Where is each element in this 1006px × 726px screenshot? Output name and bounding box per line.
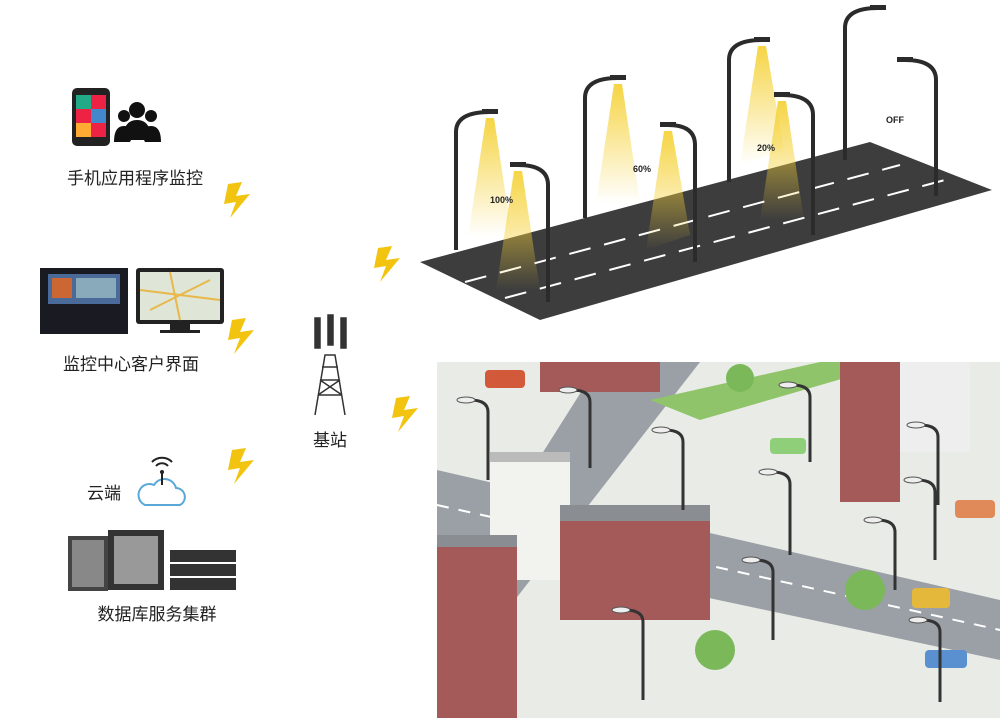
mobile-app-monitoring-label: 手机应用程序监控: [67, 169, 203, 189]
smart-city-illustration: [436, 362, 1001, 718]
wireless-signal-icon: [228, 318, 254, 354]
city-street-lamp: [741, 556, 775, 640]
city-street-lamp: [778, 381, 812, 462]
wireless-signal-icon: [228, 448, 254, 484]
street-lamp: [843, 5, 886, 160]
smartphone-icon: [72, 88, 110, 146]
cloud-antenna-icon: [137, 456, 186, 506]
base-station-tower-icon: [314, 314, 347, 416]
wireless-signal-icon: [224, 182, 250, 218]
street-lamp: [897, 57, 938, 196]
street-lamp: [646, 122, 697, 262]
city-street-lamp: [903, 476, 937, 560]
base-station-label: 基站: [313, 431, 347, 451]
city-street-lamp: [456, 396, 490, 480]
street-lamp: [760, 92, 815, 235]
lamp-level-100: 100%: [490, 195, 513, 205]
city-street-lamp: [558, 386, 592, 468]
street-lamp: [583, 75, 640, 218]
lamp-level-20: 20%: [757, 143, 775, 153]
lamp-level-off: OFF: [886, 115, 904, 125]
city-street-lamp: [611, 606, 645, 700]
control-center-client-label: 监控中心客户界面: [63, 355, 199, 375]
city-street-lamp: [906, 421, 940, 505]
server-cluster-icon: [68, 530, 236, 591]
street-lamp: [496, 162, 550, 302]
users-icon: [114, 102, 161, 142]
database-cluster-label: 数据库服务集群: [97, 605, 217, 625]
city-street-lamp: [651, 426, 685, 510]
street-lamp: [454, 109, 512, 250]
control-room-image: [40, 268, 128, 334]
lamp-level-60: 60%: [633, 164, 651, 174]
wireless-signal-icon: [392, 396, 418, 432]
city-street-lamp: [863, 516, 897, 590]
monitor-map-icon: [136, 268, 224, 333]
city-street-lamp: [908, 616, 942, 702]
street-lamp-road-scene: 100% 60% 20% OFF: [420, 5, 992, 320]
city-street-lamp: [758, 468, 792, 555]
wireless-signal-icon: [374, 246, 400, 282]
cloud-label: 云端: [87, 484, 121, 504]
